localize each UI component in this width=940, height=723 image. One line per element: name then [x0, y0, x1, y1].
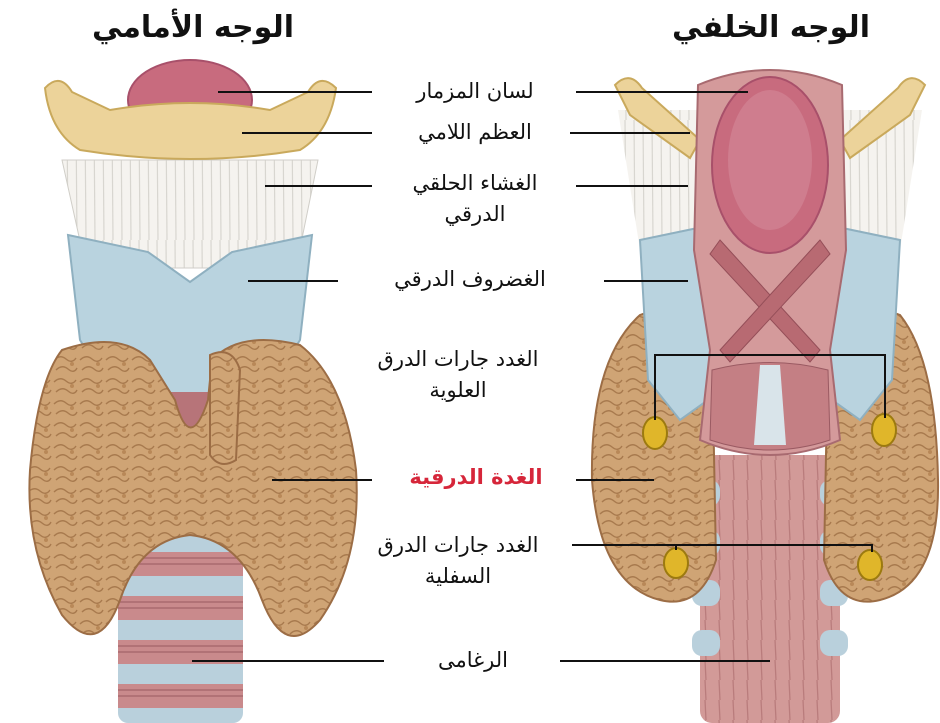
label-superior-parathyroid-line1: الغدد جارات الدرق [348, 344, 568, 375]
back-view-heading: الوجه الخلفي [672, 10, 870, 45]
label-trachea: الرغامى [388, 645, 558, 676]
back-view [592, 70, 938, 723]
back-trachea [700, 455, 840, 723]
label-thyrohyoid-membrane: الغشاء الحلقي الدرقي [380, 168, 570, 230]
label-epiglottis: لسان المزمار [380, 76, 570, 107]
label-superior-parathyroid: الغدد جارات الدرق العلوية [348, 344, 568, 406]
label-thyroid-cartilage: الغضروف الدرقي [340, 264, 600, 295]
label-inferior-parathyroid-line1: الغدد جارات الدرق [348, 530, 568, 561]
superior-parathyroid-right [872, 414, 896, 446]
label-inferior-parathyroid-line2: السفلية [348, 561, 568, 592]
label-inferior-parathyroid: الغدد جارات الدرق السفلية [348, 530, 568, 592]
label-hyoid-bone: العظم اللامي [380, 117, 570, 148]
label-thyrohyoid-membrane-line1: الغشاء الحلقي [380, 168, 570, 199]
label-thyroid-gland: الغدة الدرقية [376, 462, 576, 493]
label-thyrohyoid-membrane-line2: الدرقي [380, 199, 570, 230]
superior-parathyroid-left [643, 417, 667, 449]
label-superior-parathyroid-line2: العلوية [348, 375, 568, 406]
back-trachea-ring [692, 630, 720, 656]
back-epiglottis-highlight [728, 90, 812, 230]
back-trachea-ring [820, 630, 848, 656]
inferior-parathyroid-left [664, 548, 688, 578]
front-view [29, 60, 356, 723]
front-view-heading: الوجه الأمامي [92, 10, 294, 45]
inferior-parathyroid-right [858, 550, 882, 580]
front-pyramidal-lobe [210, 352, 240, 464]
